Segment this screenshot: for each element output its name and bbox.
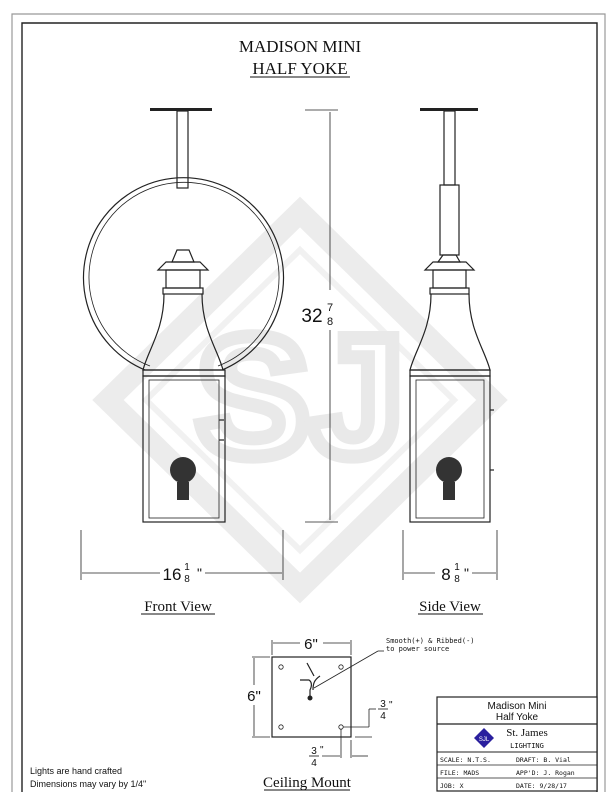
front-height-dimension: 32 7 8: [301, 109, 338, 523]
svg-text:DRAFT: B. Vial: DRAFT: B. Vial: [516, 756, 571, 764]
ceiling-mount-drawing: [252, 640, 384, 758]
appd-label: APP'D:: [516, 769, 539, 777]
height-den: 8: [327, 316, 333, 328]
front-view-drawing: [82, 108, 285, 523]
side-width-num: 1: [454, 562, 460, 573]
watermark-text: SJ: [196, 302, 404, 492]
front-width-den: 8: [184, 574, 190, 585]
drawing-subtitle: HALF YOKE: [252, 59, 347, 78]
file-value: MADS: [464, 769, 480, 777]
side-width-whole: 8: [441, 565, 450, 584]
job-label: JOB:: [440, 782, 456, 790]
svg-text:DATE: 9/28/17: DATE: 9/28/17: [516, 782, 567, 790]
company-sub: LIGHTING: [510, 742, 544, 750]
job-value: X: [460, 782, 464, 790]
height-whole: 32: [301, 306, 322, 327]
front-width-whole: 16: [163, 565, 182, 584]
offset-bottom-den: 4: [311, 758, 317, 769]
company-name: St. James: [506, 727, 548, 739]
mount-width-label: 6": [304, 636, 318, 653]
date-value: 9/28/17: [540, 782, 567, 790]
draft-label: DRAFT:: [516, 756, 539, 764]
title-block: Madison Mini Half Yoke SJL St. James LIG…: [436, 696, 598, 792]
side-view-label: Side View: [419, 599, 481, 615]
mount-callout-line2: to power source: [386, 645, 449, 653]
st-james-logo-icon: SJL: [474, 728, 494, 748]
watermark-logo: SJ: [92, 196, 508, 604]
side-width-unit: ": [464, 565, 469, 581]
ceiling-mount-label: Ceiling Mount: [263, 775, 352, 791]
side-view-drawing: [409, 108, 494, 523]
front-width-unit: ": [197, 565, 202, 581]
offset-bottom-num: 3: [311, 746, 317, 757]
front-width-num: 1: [184, 562, 190, 573]
svg-text:APP'D: J. Rogan: APP'D: J. Rogan: [516, 769, 575, 777]
mount-height-label: 6": [247, 688, 261, 705]
offset-right-num: 3: [380, 699, 386, 710]
draft-value: B. Vial: [543, 756, 570, 764]
svg-text:SCALE: N.T.S.: SCALE: N.T.S.: [440, 756, 491, 764]
front-view-label: Front View: [144, 599, 212, 615]
scale-value: N.T.S.: [467, 756, 490, 764]
offset-right-unit: ": [389, 700, 393, 711]
file-label: FILE:: [440, 769, 460, 777]
note-hand-crafted: Lights are hand crafted: [30, 766, 122, 776]
height-num: 7: [327, 302, 333, 314]
title-block-product-line1: Madison Mini: [488, 701, 547, 712]
side-width-den: 8: [454, 574, 460, 585]
svg-text:FILE: MADS: FILE: MADS: [440, 769, 479, 777]
offset-bottom-unit: ": [320, 745, 324, 756]
svg-text:JOB: X: JOB: X: [440, 782, 464, 790]
appd-value: J. Rogan: [543, 769, 574, 777]
title-block-product-line2: Half Yoke: [496, 712, 539, 723]
drawing-title: MADISON MINI: [239, 37, 362, 56]
date-label: DATE:: [516, 782, 536, 790]
logo-letters: SJL: [479, 737, 490, 743]
sheet-frame: [11, 13, 606, 792]
scale-label: SCALE:: [440, 756, 463, 764]
mount-callout-line1: Smooth(+) & Ribbed(-): [386, 637, 475, 645]
front-width-dimension: 16 1 8 ": [80, 530, 284, 585]
note-dimensions: Dimensions may vary by 1/4": [30, 779, 146, 789]
offset-right-den: 4: [380, 711, 386, 722]
side-width-dimension: 8 1 8 ": [402, 530, 498, 585]
